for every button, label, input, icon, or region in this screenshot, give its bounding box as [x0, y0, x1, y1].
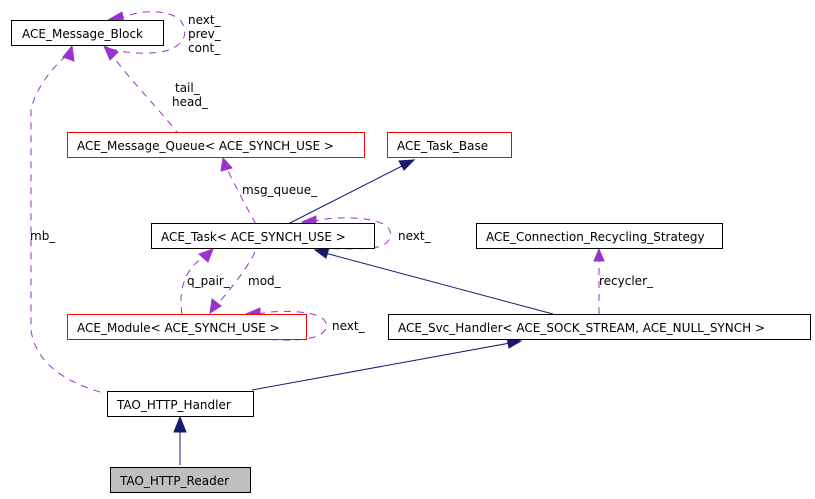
label-q-pair: q_pair_	[187, 274, 231, 288]
edge-task-to-task-base	[287, 159, 416, 225]
node-ace-task-base[interactable]: ACE_Task_Base	[387, 132, 512, 158]
node-label: TAO_HTTP_Handler	[116, 398, 231, 412]
label-prev: prev_	[188, 27, 222, 41]
edge-module-to-task	[180, 248, 214, 315]
node-label: ACE_Message_Queue< ACE_SYNCH_USE >	[77, 139, 334, 153]
node-label: ACE_Module< ACE_SYNCH_USE >	[77, 321, 280, 335]
edge-task-to-module	[209, 251, 256, 315]
node-label: ACE_Message_Block	[22, 27, 143, 41]
label-head: head_	[172, 95, 209, 109]
node-label: ACE_Task< ACE_SYNCH_USE >	[161, 230, 346, 244]
label-module-next: next_	[332, 319, 366, 333]
edge-http-handler-to-svc-handler	[251, 337, 523, 391]
node-ace-svc-handler[interactable]: ACE_Svc_Handler< ACE_SOCK_STREAM, ACE_NU…	[388, 314, 811, 340]
label-msg-queue: msg_queue_	[242, 183, 318, 197]
node-label: ACE_Svc_Handler< ACE_SOCK_STREAM, ACE_NU…	[398, 321, 765, 335]
edge-task-to-msg-queue	[220, 156, 257, 225]
label-task-next: next_	[398, 229, 432, 243]
label-mb: mb_	[30, 229, 56, 243]
edge-svc-handler-to-task	[313, 247, 554, 315]
node-ace-message-block[interactable]: ACE_Message_Block	[11, 20, 164, 46]
label-cont: cont_	[188, 41, 221, 55]
node-ace-task[interactable]: ACE_Task< ACE_SYNCH_USE >	[151, 223, 375, 249]
node-label: ACE_Task_Base	[397, 139, 488, 153]
node-label: TAO_HTTP_Reader	[119, 474, 229, 488]
node-tao-http-handler[interactable]: TAO_HTTP_Handler	[107, 391, 254, 417]
node-ace-connection-recycling-strategy[interactable]: ACE_Connection_Recycling_Strategy	[476, 223, 723, 249]
edge-http-reader-to-http-handler	[173, 415, 187, 465]
node-label: ACE_Connection_Recycling_Strategy	[486, 230, 705, 244]
edge-svc-handler-to-recycling	[593, 247, 605, 314]
node-ace-message-queue[interactable]: ACE_Message_Queue< ACE_SYNCH_USE >	[67, 132, 365, 158]
edge-http-handler-to-msg-block	[30, 44, 101, 393]
label-tail: tail_	[175, 81, 201, 95]
label-mod: mod_	[248, 274, 282, 288]
edge-msg-queue-to-msg-block	[103, 45, 181, 137]
node-tao-http-reader[interactable]: TAO_HTTP_Reader	[110, 467, 251, 493]
node-ace-module[interactable]: ACE_Module< ACE_SYNCH_USE >	[67, 314, 307, 340]
label-recycler: recycler_	[599, 274, 654, 288]
label-next: next_	[188, 13, 222, 27]
